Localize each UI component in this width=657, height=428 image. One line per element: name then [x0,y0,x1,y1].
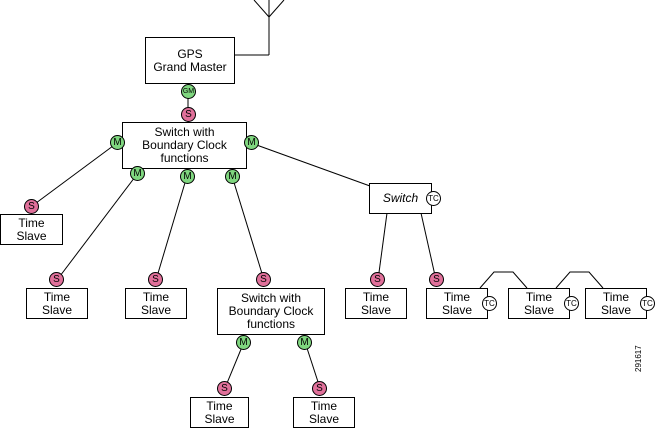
node-label: Slave [600,302,632,317]
node-label: Slave [308,411,340,426]
link-switch-slave-2 [420,212,437,281]
node-label: Slave [360,302,392,317]
node-label: Time [206,398,233,413]
node-label: Grand Master [153,59,227,74]
slave-port-badge: S [181,107,196,122]
node-label: Switch [382,191,419,205]
link-chain-2 [555,271,604,289]
link-bc-slave-3 [155,175,188,281]
link-bc2-slave-2 [304,341,321,389]
time-slave-node: Time Slave [0,214,63,245]
link-bc-bc2 [231,175,265,281]
antenna-arm-left [253,0,270,18]
node-label: Time [310,398,338,413]
node-label: Time [443,289,471,304]
slave-port-badge: S [256,272,271,287]
node-label: Slave [140,302,172,317]
node-label: Time [602,289,630,304]
time-slave-node: Time Slave [585,288,647,319]
time-slave-node: Time Slave [190,397,249,428]
master-port-badge: M [130,166,145,181]
grand-master-badge: GM [181,84,196,99]
node-label: GPS [177,46,203,61]
node-label: Time [362,289,390,304]
master-port-badge: M [225,169,240,184]
transparent-clock-badge: TC [640,296,655,311]
slave-port-badge: S [429,272,444,287]
figure-id: 291617 [634,345,643,372]
slave-port-badge: S [370,272,385,287]
link-bc-switch [250,142,371,187]
node-label: Boundary Clock [142,138,227,152]
node-label: Time [18,215,45,230]
node-label: Slave [204,411,235,426]
node-label: Switch with [240,291,302,305]
gps-grand-master-node: GPS Grand Master [145,37,235,84]
boundary-clock-switch-bottom: Switch with Boundary Clock functions [217,288,325,335]
slave-port-badge: S [217,381,232,396]
master-port-badge: M [180,169,195,184]
node-label: Switch with [154,125,215,139]
node-label: Slave [441,302,473,317]
node-label: Time [142,289,170,304]
node-label: Boundary Clock [228,304,314,318]
master-port-badge: M [244,135,259,150]
master-port-badge: M [297,335,312,350]
switch-node: Switch [369,183,432,214]
time-slave-node: Time Slave [345,288,407,319]
slave-port-badge: S [24,199,39,214]
master-port-badge: M [236,335,251,350]
link-bc-slave-2 [56,172,139,281]
node-label: Time [525,289,553,304]
master-port-badge: M [110,135,125,150]
node-label: Slave [523,302,555,317]
node-label: functions [160,151,209,165]
time-slave-node: Time Slave [125,288,187,319]
time-slave-node: Time Slave [426,288,488,319]
link-bc-slave-1 [31,142,118,207]
node-label: Time [43,289,71,304]
node-label: functions [246,317,296,331]
link-switch-slave-1 [377,212,388,281]
boundary-clock-switch-top: Switch with Boundary Clock functions [122,122,247,169]
slave-port-badge: S [312,381,327,396]
time-slave-node: Time Slave [508,288,570,319]
time-slave-node: Time Slave [26,288,88,319]
time-slave-node: Time Slave [293,397,355,428]
transparent-clock-badge: TC [426,191,441,206]
transparent-clock-badge: TC [564,296,579,311]
slave-port-badge: S [49,272,64,287]
link-chain-1 [479,271,528,289]
node-label: Slave [41,302,73,317]
node-label: Slave [16,228,47,243]
antenna-arm-right [268,0,285,18]
slave-port-badge: S [148,272,163,287]
transparent-clock-badge: TC [482,296,497,311]
